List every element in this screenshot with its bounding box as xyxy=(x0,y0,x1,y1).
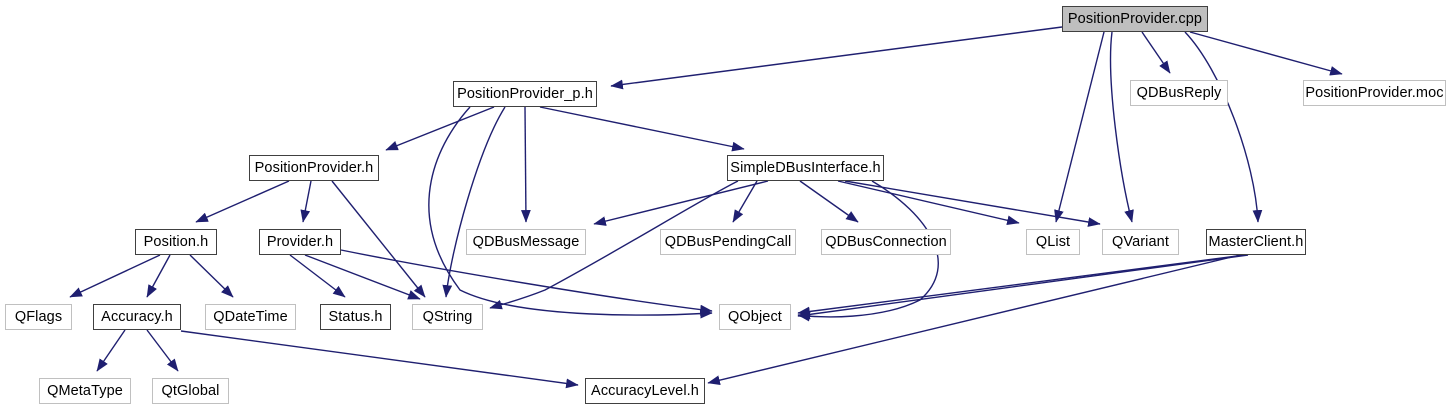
graph-node-label: AccuracyLevel.h xyxy=(591,382,699,399)
graph-edge xyxy=(593,180,769,226)
graph-node-qvariant[interactable]: QVariant xyxy=(1102,229,1179,255)
graph-node-qdatetime[interactable]: QDateTime xyxy=(205,304,296,330)
graph-node-label: QObject xyxy=(728,308,782,325)
graph-node-accuracy-h[interactable]: Accuracy.h xyxy=(93,304,181,330)
graph-node-qobject[interactable]: QObject xyxy=(719,304,791,330)
graph-edge xyxy=(1141,31,1171,74)
graph-edge xyxy=(489,180,739,310)
graph-edge xyxy=(428,106,713,319)
graph-edge xyxy=(797,254,1249,320)
graph-node-accuracylevel-h[interactable]: AccuracyLevel.h xyxy=(585,378,705,404)
graph-edge xyxy=(539,106,745,152)
graph-node-positionprovider-cpp[interactable]: PositionProvider.cpp xyxy=(1062,6,1208,32)
graph-node-label: QDBusReply xyxy=(1136,84,1222,101)
graph-node-qdbusconnection[interactable]: QDBusConnection xyxy=(821,229,951,255)
graph-node-qdbuspendingcall[interactable]: QDBusPendingCall xyxy=(660,229,796,255)
graph-edge xyxy=(146,329,179,372)
graph-node-qlist[interactable]: QList xyxy=(1026,229,1080,255)
graph-node-label: QString xyxy=(422,308,473,325)
graph-edge xyxy=(1054,31,1105,223)
graph-node-label: SimpleDBusInterface.h xyxy=(730,159,881,176)
graph-node-qdbusreply[interactable]: QDBusReply xyxy=(1130,80,1228,106)
graph-node-label: QVariant xyxy=(1112,233,1169,250)
graph-node-positionprovider-h[interactable]: PositionProvider.h xyxy=(249,155,379,181)
graph-node-label: QFlags xyxy=(14,308,63,325)
graph-node-simpledbusinterface-h[interactable]: SimpleDBusInterface.h xyxy=(727,155,884,181)
graph-edge xyxy=(331,180,426,298)
graph-node-label: MasterClient.h xyxy=(1208,233,1304,250)
graph-edge xyxy=(1189,31,1343,76)
graph-edge xyxy=(385,106,495,151)
graph-edge xyxy=(1184,31,1263,223)
graph-edge xyxy=(289,254,346,298)
graph-node-position-h[interactable]: Position.h xyxy=(135,229,217,255)
graph-edge xyxy=(340,249,713,315)
graph-node-qflags[interactable]: QFlags xyxy=(5,304,72,330)
graph-node-label: PositionProvider.cpp xyxy=(1067,10,1203,27)
graph-edge xyxy=(195,180,290,223)
graph-node-label: QDBusPendingCall xyxy=(664,233,792,250)
graph-edge xyxy=(96,329,126,372)
graph-node-masterclient-h[interactable]: MasterClient.h xyxy=(1206,229,1306,255)
graph-edge xyxy=(844,180,1101,227)
graph-node-label: QDBusConnection xyxy=(825,233,947,250)
graph-node-label: QDateTime xyxy=(213,308,288,325)
graph-node-positionprovider-moc[interactable]: PositionProvider.moc xyxy=(1303,80,1446,106)
graph-edge xyxy=(837,180,1020,226)
graph-node-label: PositionProvider_p.h xyxy=(457,85,593,102)
graph-edge xyxy=(69,254,161,298)
graph-edge xyxy=(799,180,859,223)
graph-node-qmetatype[interactable]: QMetaType xyxy=(39,378,131,404)
graph-edge xyxy=(707,254,1241,385)
graph-edge xyxy=(442,106,506,298)
graph-node-label: Provider.h xyxy=(266,233,334,250)
graph-node-label: QList xyxy=(1035,233,1071,250)
graph-node-label: PositionProvider.moc xyxy=(1305,84,1444,101)
graph-edge xyxy=(180,330,579,389)
graph-node-label: Status.h xyxy=(328,308,383,325)
graph-node-status-h[interactable]: Status.h xyxy=(320,304,391,330)
graph-node-label: QMetaType xyxy=(47,382,123,399)
graph-edge xyxy=(304,254,421,300)
graph-node-qtglobal[interactable]: QtGlobal xyxy=(152,378,229,404)
graph-node-label: PositionProvider.h xyxy=(254,159,374,176)
graph-node-positionprovider-p-h[interactable]: PositionProvider_p.h xyxy=(453,81,597,107)
graph-edge xyxy=(300,180,312,223)
graph-edge xyxy=(732,180,758,223)
graph-edge xyxy=(1109,31,1134,223)
graph-edges xyxy=(69,26,1343,389)
graph-node-label: QDBusMessage xyxy=(472,233,580,250)
graph-edge xyxy=(797,254,1246,317)
graph-edge xyxy=(189,254,234,298)
graph-node-qstring[interactable]: QString xyxy=(412,304,483,330)
graph-node-provider-h[interactable]: Provider.h xyxy=(259,229,341,255)
graph-edge xyxy=(610,26,1063,90)
graph-node-label: Accuracy.h xyxy=(101,308,173,325)
graph-node-qdbusmessage[interactable]: QDBusMessage xyxy=(466,229,586,255)
graph-node-label: Position.h xyxy=(143,233,209,250)
graph-node-label: QtGlobal xyxy=(161,382,220,399)
graph-edge xyxy=(520,106,531,223)
graph-edge xyxy=(146,254,171,298)
